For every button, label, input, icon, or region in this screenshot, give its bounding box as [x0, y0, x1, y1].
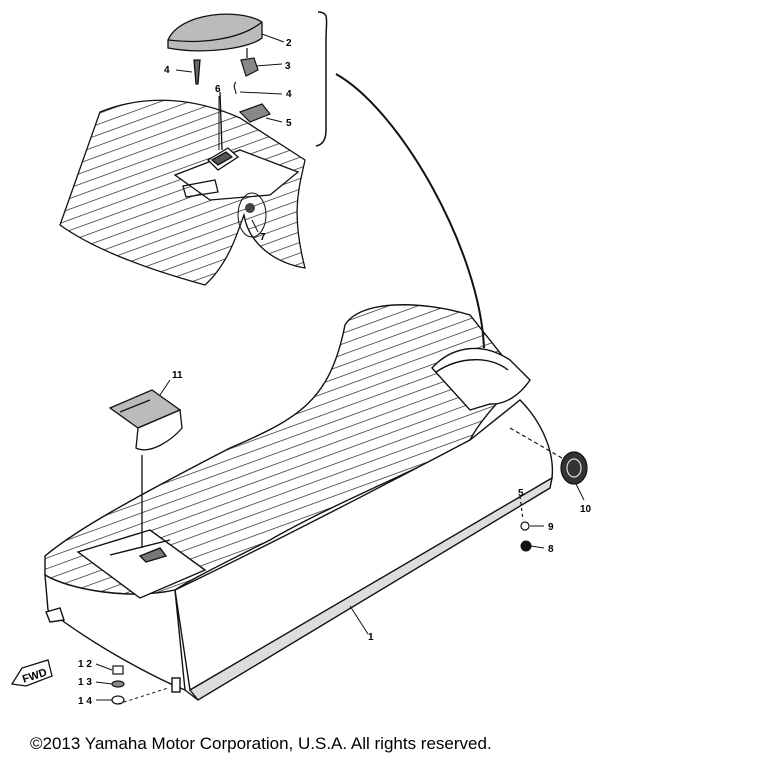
- part-1-seat-assembly: [44, 304, 554, 701]
- part-12-bolt: [112, 665, 124, 675]
- part-8-nut: [520, 540, 532, 552]
- detail-bracket-connector: [335, 73, 485, 349]
- part-14-nut: [111, 695, 125, 705]
- callout-10: 10: [580, 504, 592, 515]
- callout-4-pin: 4: [164, 65, 170, 76]
- callout-3: 3: [285, 61, 291, 72]
- callout-14: 1 4: [78, 696, 92, 707]
- part-7-bolt: [245, 203, 255, 213]
- copyright-notice: ©2013 Yamaha Motor Corporation, U.S.A. A…: [30, 734, 492, 753]
- callout-6: 6: [215, 84, 221, 95]
- part-4-pin: [193, 59, 201, 85]
- part-11-pouch: [108, 389, 183, 548]
- part-5-bracket: [238, 103, 271, 123]
- leader-lines: [95, 33, 585, 701]
- part-7-highlight-circle: [237, 192, 267, 238]
- callout-7: 7: [260, 232, 266, 243]
- callout-13: 1 3: [78, 677, 92, 688]
- callout-1: 1: [368, 632, 374, 643]
- callout-4-screw: 4: [286, 89, 292, 100]
- callout-2: 2: [286, 38, 292, 49]
- callout-9: 9: [548, 522, 554, 533]
- detail-bracket-line: [315, 11, 328, 147]
- callout-8: 8: [548, 544, 554, 555]
- callout-11: 11: [172, 370, 183, 381]
- part-13-washer: [111, 680, 125, 688]
- fwd-arrow: FWD: [10, 659, 53, 687]
- detail-seat-rear-view: [59, 91, 306, 286]
- callout-5: 5: [286, 118, 292, 129]
- part-9-washer: [519, 495, 530, 531]
- callout-12: 1 2: [78, 659, 92, 670]
- part-4-screw-small: [233, 81, 237, 95]
- callout-5-marker: 5: [518, 488, 524, 499]
- part-2-seat-pad: [167, 13, 263, 52]
- part-3-clip: [240, 48, 259, 77]
- part-12-14-guide: [117, 687, 169, 705]
- part-10-emblem: [509, 427, 588, 485]
